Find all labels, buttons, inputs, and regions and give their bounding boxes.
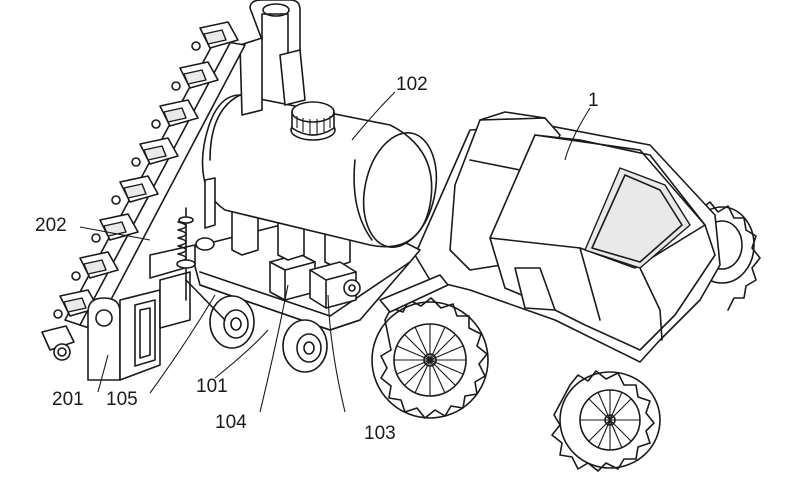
trailer-wheel-rear	[209, 295, 255, 349]
tractor-door-window	[514, 267, 556, 311]
label-mount: 201	[52, 389, 84, 410]
leader-lines	[79, 91, 591, 413]
spray-boom	[41, 21, 246, 381]
hitch-bar	[379, 274, 449, 313]
nozzle-units	[41, 21, 239, 351]
tank-cap	[290, 101, 336, 141]
label-frame: 101	[196, 376, 228, 397]
pump	[309, 261, 361, 309]
boom-mount	[87, 289, 161, 381]
water-tank	[201, 94, 438, 248]
spring-assembly	[176, 207, 226, 321]
nozzle-tips	[53, 41, 201, 361]
label-pump: 103	[364, 423, 396, 444]
tractor	[371, 111, 761, 472]
label-spring: 105	[106, 389, 138, 410]
tractor-front-wheel	[371, 297, 489, 419]
bracket-block	[269, 253, 316, 301]
tractor-side-window	[584, 167, 691, 269]
tractor-rear-wheel	[551, 370, 661, 472]
trailer-wheel-front	[282, 319, 328, 373]
label-tractor: 1	[588, 90, 599, 111]
tank-body	[201, 94, 433, 248]
reference-labels: 1 102 202 201 105 101 104 103	[35, 74, 599, 444]
supply-pipe	[239, 0, 306, 116]
label-bracket: 104	[215, 412, 247, 433]
label-tank: 102	[396, 74, 428, 95]
label-bar: 202	[35, 215, 67, 236]
